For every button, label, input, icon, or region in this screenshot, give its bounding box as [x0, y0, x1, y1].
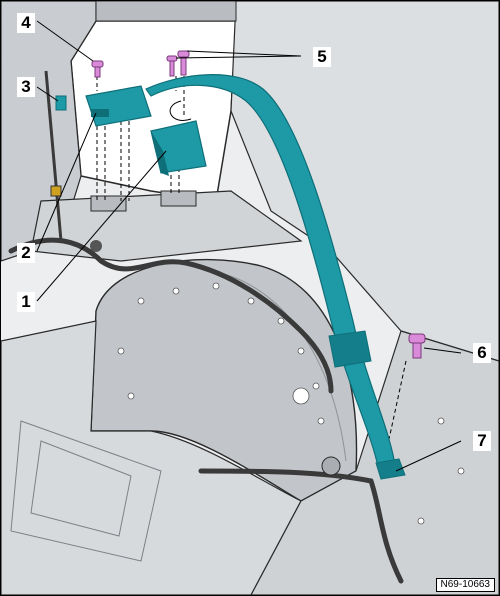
- belt-guide-sleeve: [328, 330, 372, 368]
- panel-holes: [117, 282, 465, 525]
- belt-loop: [169, 100, 192, 121]
- callout-4: 4: [17, 13, 35, 33]
- plug-connector: [55, 95, 67, 111]
- belt-retractor-side: [151, 131, 169, 176]
- belt-end-anchor: [375, 458, 406, 480]
- bolt-5a: [166, 55, 178, 77]
- connector: [50, 185, 62, 197]
- leader-lines: [36, 20, 462, 472]
- callout-5: 5: [313, 47, 331, 67]
- bolt-5b: [177, 50, 190, 76]
- floor-rib: [10, 420, 162, 562]
- bolt-4: [91, 60, 104, 78]
- grommet: [90, 240, 102, 252]
- grommet: [321, 456, 341, 476]
- lower-side-panel: [250, 330, 499, 595]
- callout-6: 6: [473, 343, 491, 363]
- wiring-harness-lower: [198, 468, 404, 584]
- bolt-6: [408, 333, 426, 359]
- callout-1: 1: [17, 292, 35, 312]
- wiring-branch: [44, 70, 63, 242]
- callout-2: 2: [17, 243, 35, 263]
- callout-7: 7: [473, 431, 491, 451]
- floor-rib: [30, 440, 132, 537]
- belt-guide-clip: [91, 109, 109, 117]
- roof-panel: [95, 1, 237, 22]
- c-pillar-right: [230, 1, 499, 362]
- mount-bracket: [160, 190, 197, 207]
- callout-3: 3: [17, 77, 35, 97]
- wiring-harness: [8, 237, 334, 394]
- figure-id-label: N69-10663: [435, 578, 495, 592]
